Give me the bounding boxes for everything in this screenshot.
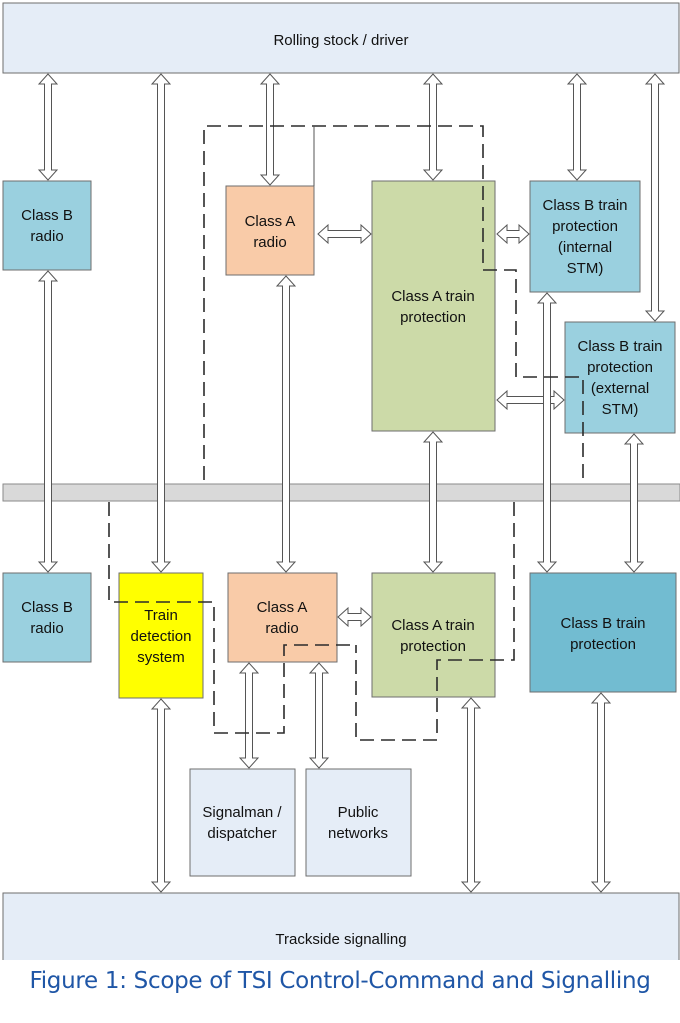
arrow-classa-tp-classb-external — [496, 389, 565, 411]
box-label: Class A train — [391, 288, 474, 305]
box-label: detection — [131, 628, 192, 645]
arrow-trackside-radio-tp — [337, 606, 372, 628]
box-label: Rolling stock / driver — [273, 32, 408, 49]
box-trackside-signalling — [2, 892, 680, 960]
box-label: protection — [570, 636, 636, 653]
box-signalman-dispatcher: Signalman / dispatcher — [189, 768, 296, 877]
box-label: Class B train — [560, 615, 645, 632]
connection-arrows — [37, 73, 666, 893]
figure-caption: Figure 1: Scope of TSI Control-Command a… — [29, 968, 651, 994]
box-label: STM) — [567, 260, 604, 277]
scope-boundary-dashed — [108, 125, 584, 741]
box-label: (external — [591, 380, 649, 397]
arrow-rs-classb-internal — [566, 73, 588, 181]
arrow-classb-external-link — [623, 433, 645, 573]
box-onboard-class-b-tp-internal-stm: Class B train protection (internal STM) — [529, 180, 641, 293]
box-public-networks: Public networks — [305, 768, 412, 877]
arrow-classb-tp-signalling — [590, 692, 612, 893]
arrow-classb-internal-link — [536, 292, 558, 573]
arrow-rs-classa-tp — [422, 73, 444, 181]
box-label: radio — [30, 620, 63, 637]
trackside-scope-boundary-a — [108, 502, 352, 734]
arrow-rs-train-detection — [150, 73, 172, 573]
trackside-signalling-label: Trackside signalling — [275, 931, 407, 948]
box-label: STM) — [602, 401, 639, 418]
box-label: networks — [328, 825, 388, 842]
box-label: Class A — [245, 213, 296, 230]
arrow-rs-classb-external — [644, 73, 666, 322]
arrow-classa-tp-link — [422, 431, 444, 573]
arrow-classa-tp-signalling — [460, 697, 482, 893]
box-label: protection — [587, 359, 653, 376]
arrow-classa-radio-link — [275, 275, 297, 573]
box-label: Class A train — [391, 617, 474, 634]
box-train-detection-system: Train detection system — [118, 572, 204, 699]
box-label: radio — [253, 234, 286, 251]
box-label: system — [137, 649, 185, 666]
box-trackside-class-b-train-protection: Class B train protection — [529, 572, 677, 693]
box-onboard-class-a-radio: Class A radio — [225, 185, 315, 276]
tsi-ccs-scope-diagram: Rolling stock / driver Class B radio Cla… — [2, 2, 680, 960]
arrow-radio-public-networks — [308, 662, 330, 769]
arrow-classb-radio-link — [37, 270, 59, 573]
trackside-scope-boundary-b — [355, 502, 515, 741]
box-trackside-class-a-radio: Class A radio — [227, 572, 338, 663]
onboard-scope-boundary — [203, 125, 584, 480]
box-onboard-class-b-tp-external-stm: Class B train protection (external STM) — [564, 321, 676, 434]
box-label: radio — [265, 620, 298, 637]
arrow-rs-classb-radio — [37, 73, 59, 181]
box-onboard-class-b-radio: Class B radio — [2, 180, 92, 271]
box-label: protection — [400, 638, 466, 655]
arrow-classa-tp-classb-internal — [496, 223, 530, 245]
box-label: Train — [144, 607, 178, 624]
box-label: Public — [338, 804, 379, 821]
box-label: Class B train — [577, 338, 662, 355]
box-label: protection — [552, 218, 618, 235]
box-rolling-stock: Rolling stock / driver — [2, 2, 680, 74]
box-label: Class A — [257, 599, 308, 616]
box-label: protection — [400, 309, 466, 326]
arrow-rs-classa-radio — [259, 73, 281, 186]
arrow-train-detection-signalling — [150, 698, 172, 893]
box-label: (internal — [558, 239, 612, 256]
box-label: Class B train — [542, 197, 627, 214]
arrow-classa-radio-classa-tp — [317, 223, 372, 245]
air-gap-bus — [2, 483, 680, 502]
box-label: radio — [30, 228, 63, 245]
box-onboard-class-a-train-protection: Class A train protection — [371, 180, 496, 432]
box-label: Class B — [21, 207, 73, 224]
box-label: Class B — [21, 599, 73, 616]
box-label: Signalman / — [202, 804, 282, 821]
box-label: dispatcher — [207, 825, 276, 842]
arrow-radio-signalman — [238, 662, 260, 769]
box-trackside-class-a-train-protection: Class A train protection — [371, 572, 496, 698]
box-trackside-class-b-radio: Class B radio — [2, 572, 92, 663]
